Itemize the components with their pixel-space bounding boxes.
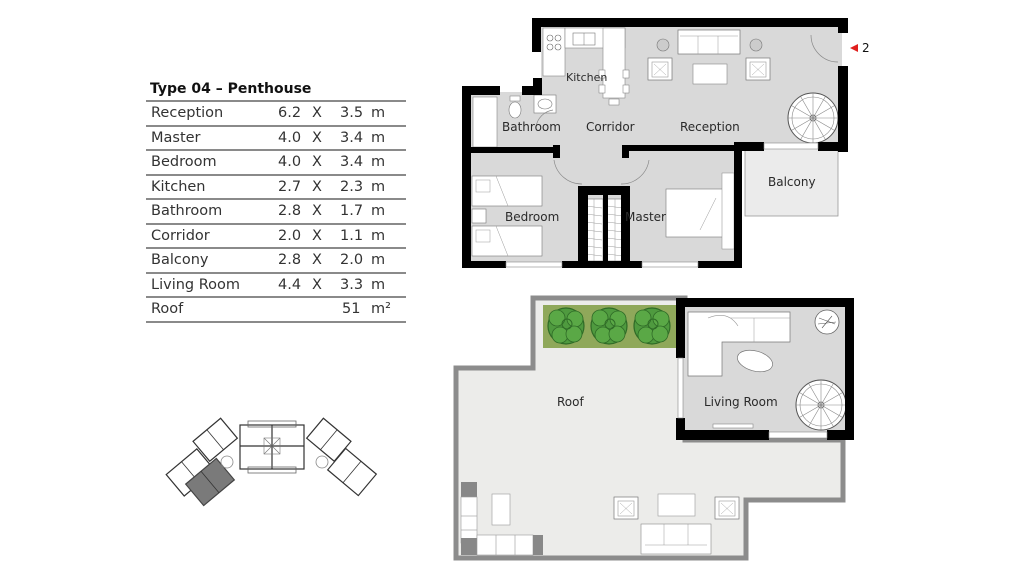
- entrance-number: 2: [862, 41, 870, 55]
- room-length: 3.3: [340, 276, 364, 293]
- living-room-walls: [676, 298, 854, 440]
- room-length: 3.4: [340, 129, 364, 146]
- room-name: Corridor: [151, 227, 210, 244]
- room-length: 2.0: [340, 252, 364, 268]
- room-length: 1.1: [340, 227, 364, 244]
- room-length: 2.3: [340, 178, 364, 195]
- room-width: 2.0: [278, 227, 302, 244]
- room-width: 4.0: [278, 154, 302, 170]
- room-width: 6.2: [278, 105, 302, 121]
- table-row: Bedroom 4.0 X 3.4 m: [146, 151, 406, 176]
- lower-floor-plan: Kitchen Bathroom Corridor Reception Balc…: [462, 18, 870, 268]
- unit: m: [371, 129, 386, 146]
- unit: m: [371, 252, 386, 268]
- master-label: Master: [625, 210, 666, 224]
- room-name: Reception: [151, 105, 224, 121]
- unit: m: [371, 276, 386, 293]
- bedroom-label: Bedroom: [505, 210, 559, 224]
- table-row: Master 4.0 X 3.4 m: [146, 127, 406, 151]
- shrub-icon: [590, 307, 628, 345]
- room-schedule-table: Type 04 – Penthouse Reception 6.2 X 3.5 …: [146, 80, 406, 323]
- room-width: 2.8: [278, 203, 302, 219]
- room-length: 1.7: [340, 203, 364, 219]
- balcony-label: Balcony: [768, 175, 816, 189]
- dimension-separator: X: [312, 105, 322, 121]
- reception-label: Reception: [680, 120, 740, 134]
- table-row: Balcony 2.8 X 2.0 m: [146, 249, 406, 274]
- unit: m: [371, 154, 386, 170]
- unit: m: [371, 227, 386, 244]
- room-width: 2.7: [278, 178, 302, 195]
- table-row: Kitchen 2.7 X 2.3 m: [146, 176, 406, 200]
- roof-label: Roof: [557, 395, 584, 409]
- room-width: 4.0: [278, 129, 302, 146]
- dimension-separator: X: [312, 203, 322, 219]
- table-title: Type 04 – Penthouse: [146, 80, 406, 102]
- entrance-arrow-icon: [850, 44, 858, 52]
- room-name: Living Room: [151, 276, 241, 293]
- kitchen-label: Kitchen: [566, 71, 607, 84]
- highlighted-unit: [184, 457, 236, 507]
- room-name: Master: [151, 129, 201, 146]
- upper-floor-plan: Roof Living Room: [453, 295, 854, 561]
- dimension-separator: X: [312, 178, 322, 195]
- dimension-separator: X: [312, 252, 322, 268]
- corridor-label: Corridor: [586, 120, 635, 134]
- room-name: Roof: [151, 301, 184, 317]
- room-name: Balcony: [151, 252, 209, 268]
- room-name: Bathroom: [151, 203, 223, 219]
- living-room-label: Living Room: [704, 395, 778, 409]
- lower-floor-walls: [462, 18, 848, 268]
- dimension-separator: X: [312, 276, 322, 293]
- unit: m: [371, 203, 386, 219]
- unit: m: [371, 105, 386, 121]
- unit: m: [371, 178, 386, 195]
- building-key-plan: [165, 417, 378, 507]
- room-name: Kitchen: [151, 178, 206, 195]
- table-row: Bathroom 2.8 X 1.7 m: [146, 200, 406, 225]
- room-width: 2.8: [278, 252, 302, 268]
- room-length: 3.4: [340, 154, 364, 170]
- table-row: Roof 51 m²: [146, 298, 406, 323]
- dimension-separator: X: [312, 129, 322, 146]
- balcony-area: [744, 147, 839, 217]
- unit: m²: [371, 301, 391, 317]
- dimension-separator: X: [312, 227, 322, 244]
- table-row: Reception 6.2 X 3.5 m: [146, 102, 406, 127]
- room-area: 51: [342, 301, 361, 317]
- shrub-icon: [547, 307, 585, 345]
- shrub-icon: [633, 307, 671, 345]
- room-name: Bedroom: [151, 154, 217, 170]
- bathroom-label: Bathroom: [502, 120, 561, 134]
- room-length: 3.5: [340, 105, 364, 121]
- table-row: Living Room 4.4 X 3.3 m: [146, 274, 406, 298]
- lower-floor-fill: [468, 26, 842, 262]
- table-row: Corridor 2.0 X 1.1 m: [146, 225, 406, 249]
- dimension-separator: X: [312, 154, 322, 170]
- room-width: 4.4: [278, 276, 302, 293]
